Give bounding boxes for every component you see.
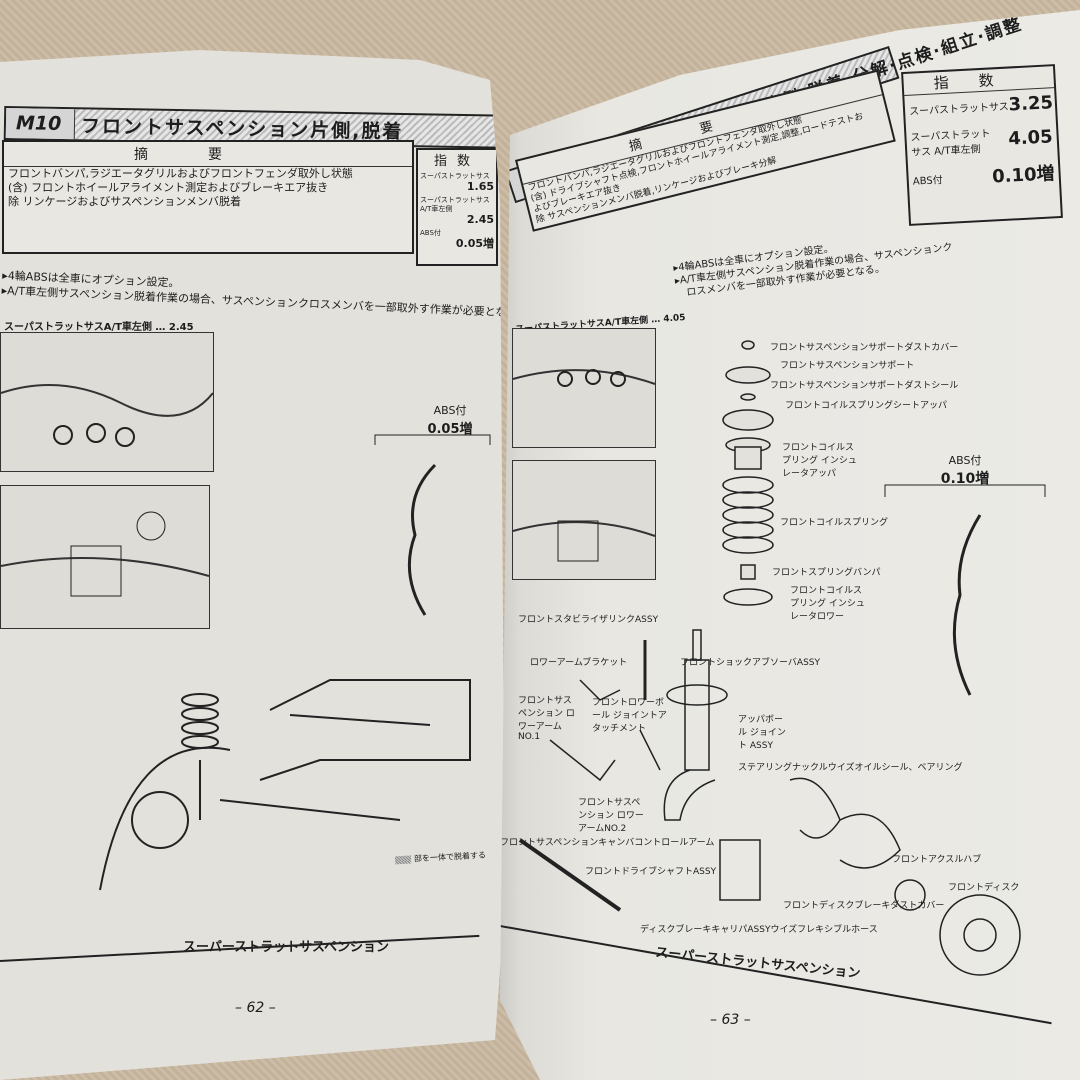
abs-value: 0.10増 [940, 471, 990, 487]
part-label: フロントコイルスプリング [780, 518, 889, 528]
part-label: アッパボール ジョイント ASSY [738, 715, 786, 751]
right-page: M12 フロントサスペンション片側,脱着·分解·点検·組立·調整 摘要 フロント… [500, 10, 1080, 1080]
part-label: ステアリングナックルウイズオイルシール、ベアリング [738, 763, 963, 773]
index-value: 3.25 [1008, 92, 1054, 116]
index-heading: 指数 [433, 154, 480, 169]
summary-line: (含) フロントホイールアライメント測定およびブレーキエア抜き [8, 181, 329, 194]
abs-sensor-wire-drawing [374, 434, 491, 616]
part-label: フロントディスクブレーキダストカバー [783, 901, 945, 911]
index-value: 1.65 [466, 180, 494, 193]
abs-label-block: ABS付 0.10増 [930, 452, 1000, 488]
crossmember-drawing [512, 520, 656, 562]
abs-sensor-wire-drawing [884, 484, 1046, 696]
crossmember-drawing [0, 384, 214, 447]
part-label: フロントサスペンション ロワーアームNO.2 [578, 798, 644, 834]
part-label: フロントスタビライザリンクASSY [518, 615, 659, 625]
abs-value: 0.05増 [427, 422, 473, 437]
suspension-assembly-drawing [99, 679, 471, 891]
part-label: フロントショックアブソーバASSY [680, 658, 820, 668]
part-label: ロワーアームブラケット [530, 658, 628, 668]
crossmember-figure-top [0, 332, 214, 472]
crossmember-figure-bottom [0, 485, 210, 629]
index-value: 4.05 [1007, 125, 1054, 150]
index-value: 0.05増 [455, 237, 494, 250]
abs-label-block: ABS付 0.05増 [420, 402, 480, 437]
hatch-swatch-icon [394, 855, 412, 864]
index-value: 0.10増 [991, 163, 1056, 188]
part-label: フロントサスペンションキャンバコントロールアーム [500, 838, 715, 848]
part-label: フロントドライブシャフトASSY [585, 867, 717, 877]
notes: ▸4輪ABSは全車にオプション設定。 ▸A/T車左側サスペンション脱着作業の場合… [1, 268, 505, 321]
part-label: フロントサスペンションサポート [780, 361, 915, 371]
part-label: フロントディスク [948, 883, 1020, 893]
abs-label: ABS付 [948, 454, 982, 467]
summary-box: 摘要 フロントバンパ,ラジエータグリルおよびフロントフェンダ取外し状態 (含) … [2, 140, 414, 254]
part-label: フロントコイルスプリングシートアッパ [785, 401, 948, 411]
part-label: フロントロワーボール ジョイントアタッチメント [592, 698, 667, 734]
part-label: フロントサスペンションサポートダストシール [770, 381, 959, 391]
summary-line: 除 リンケージおよびサスペンションメンバ脱着 [8, 195, 241, 208]
section-title: フロントサスペンション片側,脱着 [80, 114, 404, 143]
crossmember-drawing [0, 511, 210, 597]
part-label: フロントサスペンション ロワーアームNO.1 [518, 696, 575, 742]
page-number: – 63 – [710, 1012, 751, 1028]
suspension-parts-drawing [518, 629, 1021, 976]
summary-heading: 摘要 [4, 142, 412, 167]
abs-label: ABS付 [433, 404, 467, 417]
left-page: M10 フロントサスペンション片側,脱着 摘要 フロントバンパ,ラジエータグリル… [0, 50, 505, 1080]
part-label: フロントスプリングバンパ [772, 568, 881, 578]
figure-caption: スーパストラットサスA/T車左側 … 2.45 [4, 322, 194, 333]
summary-line: フロントバンパ,ラジエータグリルおよびフロントフェンダ取外し状態 [8, 167, 353, 180]
section-code: M10 [5, 108, 76, 140]
notes: ▸4輪ABSは全車にオプション設定。 ▸A/T車左側サスペンション脱着作業の場合… [673, 228, 955, 301]
part-label: フロントコイルスプリング インシュレータロワー [790, 586, 865, 622]
crossmember-figure-top [512, 328, 656, 448]
part-label: ディスクブレーキキャリパASSYウイズフレキシブルホース [640, 925, 878, 935]
part-label: フロントアクスルハブ [892, 855, 982, 865]
strut-top-parts-drawing [722, 340, 774, 606]
crossmember-figure-bottom [512, 460, 656, 580]
part-label: フロントコイルスプリング インシュレータアッパ [782, 443, 857, 479]
page-number: – 62 – [235, 1000, 276, 1016]
index-value: 2.45 [466, 213, 494, 226]
part-label: フロントサスペンションサポートダストカバー [770, 343, 959, 353]
crossmember-drawing [512, 369, 656, 387]
